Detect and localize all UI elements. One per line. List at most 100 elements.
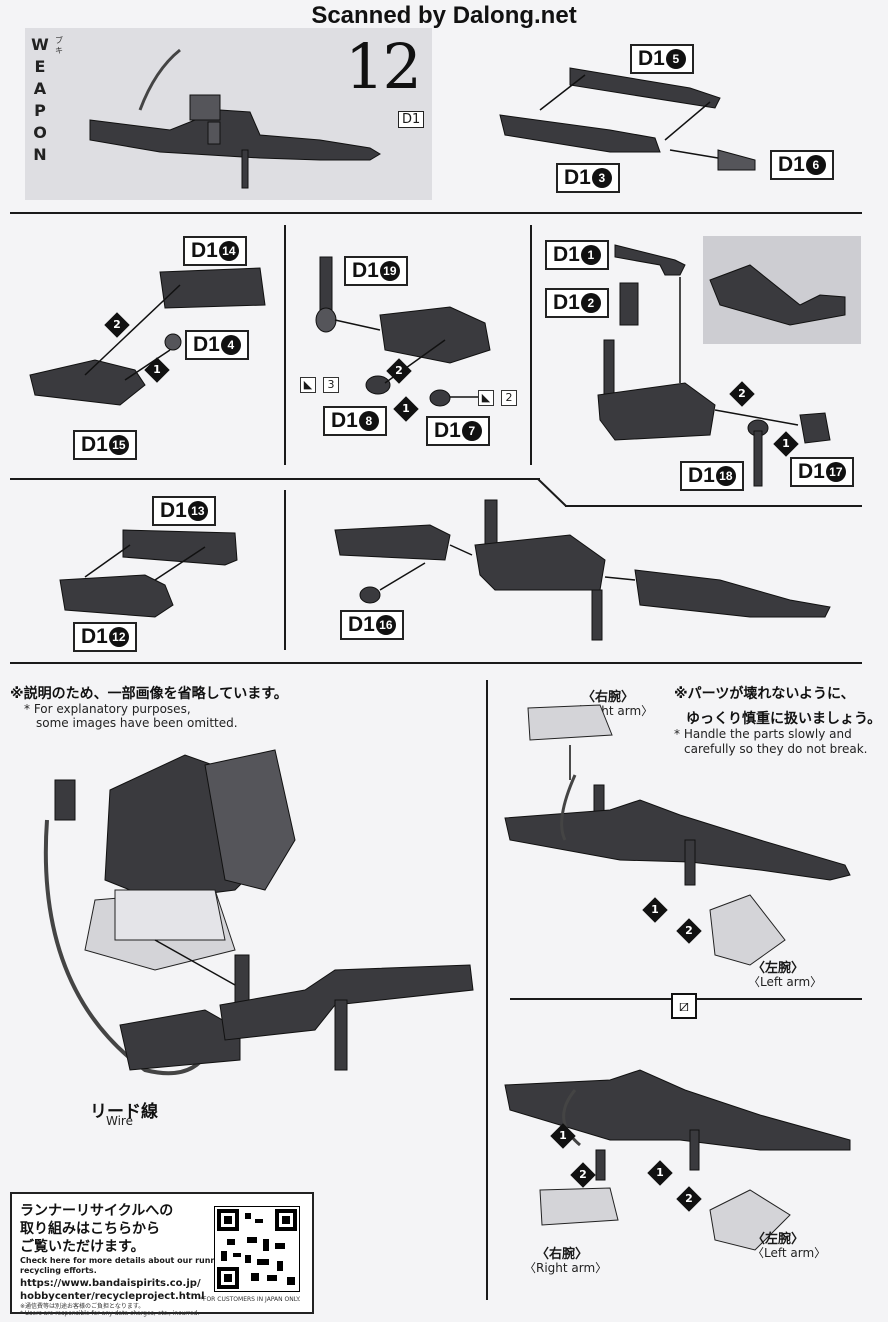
step-badge-text: 2 (685, 924, 693, 937)
qr-code[interactable] (214, 1206, 300, 1292)
recycle-jp-line3: ご覧いただけます。 (20, 1239, 145, 1255)
recycle-url-line2[interactable]: hobbycenter/recycleproject.html (20, 1291, 205, 1302)
step-badge-text: 2 (685, 1192, 693, 1205)
wire-label-en: Wire (106, 1114, 133, 1128)
handle-note-jp-line2: ゆっくり慎重に扱いましょう。 (686, 711, 882, 727)
part-base: D1 (331, 409, 358, 432)
runner-tag: D1 (398, 111, 425, 128)
column-divider (530, 225, 532, 465)
part-base: D1 (81, 625, 108, 648)
tool-icon-box: ◣ (300, 377, 316, 393)
grip-assembly-illustration (29, 267, 266, 406)
recycle-url-line1[interactable]: https://www.bandaispirits.co.jp/ (20, 1278, 201, 1289)
left-arm-label-jp: 〈左腕〉 (752, 1232, 805, 1247)
step-badge-2: 2 (676, 1186, 702, 1212)
recycle-fine-print-jp: ※通信費等は別途お客様のご負担となります。 (20, 1303, 145, 1310)
part-number-badge: 4 (220, 335, 241, 355)
recycle-en-line1: Check here for more details about our ru… (20, 1256, 226, 1265)
hand-fitting-illustration-1 (504, 704, 851, 966)
part-number-badge: 19 (379, 261, 400, 281)
part-number-badge: 8 (358, 411, 379, 431)
part-base: D1 (81, 433, 108, 456)
stock-assembly-illustration (597, 244, 846, 487)
part-base: D1 (798, 460, 825, 483)
part-number-badge: 17 (825, 462, 846, 482)
weapon-title-letter: E (34, 57, 46, 76)
step-badge-text: 2 (738, 387, 746, 400)
recycle-fine-print-en: * Users are responsible for any data cha… (20, 1310, 200, 1317)
right-arm-label-jp: 〈右腕〉 (536, 1247, 589, 1262)
part-base: D1 (191, 239, 218, 262)
recycle-jp-line1: ランナーリサイクルへの (20, 1203, 174, 1219)
right-arm-label-en: 〈Right arm〉 (524, 1261, 608, 1275)
stock-halves-illustration (59, 529, 238, 618)
part-number-badge: 7 (461, 421, 482, 441)
weapon-title-letter: N (33, 145, 47, 164)
part-number-badge: 16 (375, 615, 396, 635)
section-divider (565, 505, 862, 507)
step-badge-text: 1 (402, 402, 410, 415)
weapon-kana: ブキ (55, 36, 63, 55)
part-base: D1 (553, 291, 580, 314)
step-badge-2: 2 (104, 312, 130, 338)
recycle-info-box: ランナーリサイクルへの 取り組みはこちらから ご覧いただけます。 Check h… (10, 1192, 314, 1317)
step-badge-1: 1 (773, 431, 799, 457)
step-badge-2: 2 (729, 381, 755, 407)
part-number-badge: 14 (218, 241, 239, 261)
mobile-suit-holding-rifle-illustration (43, 749, 474, 1076)
recycle-fine-print: ※通信費等は別途お客様のご負担となります。 * Users are respon… (20, 1301, 199, 1317)
part-base: D1 (160, 499, 187, 522)
omitted-note-jp: ※説明のため、一部画像を省略しています。 (10, 686, 288, 702)
tool-icon-box: ◣ (478, 390, 494, 406)
part-number-badge: 12 (108, 627, 129, 647)
section-divider (10, 478, 540, 480)
step-badge-2: 2 (676, 918, 702, 944)
scan-watermark: Scanned by Dalong.net (311, 2, 577, 29)
left-arm-label-en: 〈Left arm〉 (752, 1246, 827, 1260)
japan-only-note: *FOR CUSTOMERS IN JAPAN ONLY. (200, 1296, 301, 1303)
column-divider (284, 490, 286, 650)
barrel-parts-illustration (499, 67, 756, 171)
recycle-jp-line2: 取り組みはこちらから (20, 1221, 160, 1237)
omitted-note-en-line1: * For explanatory purposes, (24, 702, 191, 716)
part-number-badge: 5 (665, 49, 686, 69)
part-base: D1 (434, 419, 461, 442)
rifle-final-assembly-illustration (334, 499, 831, 641)
part-base: D1 (778, 153, 805, 176)
omitted-note-en-line2: some images have been omitted. (36, 716, 238, 730)
step-badge-1: 1 (144, 357, 170, 383)
part-number-badge: 13 (187, 501, 208, 521)
step-badge-text: 1 (651, 903, 659, 916)
step-badge-text: 2 (579, 1168, 587, 1181)
wire-label-jp: リード線 (90, 1102, 158, 1122)
handle-note-jp-line1: ※パーツが壊れないように、 (674, 686, 855, 702)
part-base: D1 (638, 47, 665, 70)
step-badge-2: 2 (570, 1162, 596, 1188)
part-base: D1 (553, 243, 580, 266)
left-arm-label-jp: 〈左腕〉 (752, 961, 805, 976)
step-badge-1: 1 (550, 1123, 576, 1149)
assembled-rifle-illustration (89, 48, 381, 189)
step-number: 12 (345, 30, 422, 103)
weapon-title-letter: O (33, 123, 47, 142)
step-badge-1: 1 (393, 396, 419, 422)
part-base: D1 (193, 333, 220, 356)
part-number-badge: 1 (580, 245, 601, 265)
part-base: D1 (564, 166, 591, 189)
alternate-pose-icon: ⧄ (671, 993, 697, 1019)
step-badge-1: 1 (642, 897, 668, 923)
weapon-title-letter: W (31, 35, 49, 54)
